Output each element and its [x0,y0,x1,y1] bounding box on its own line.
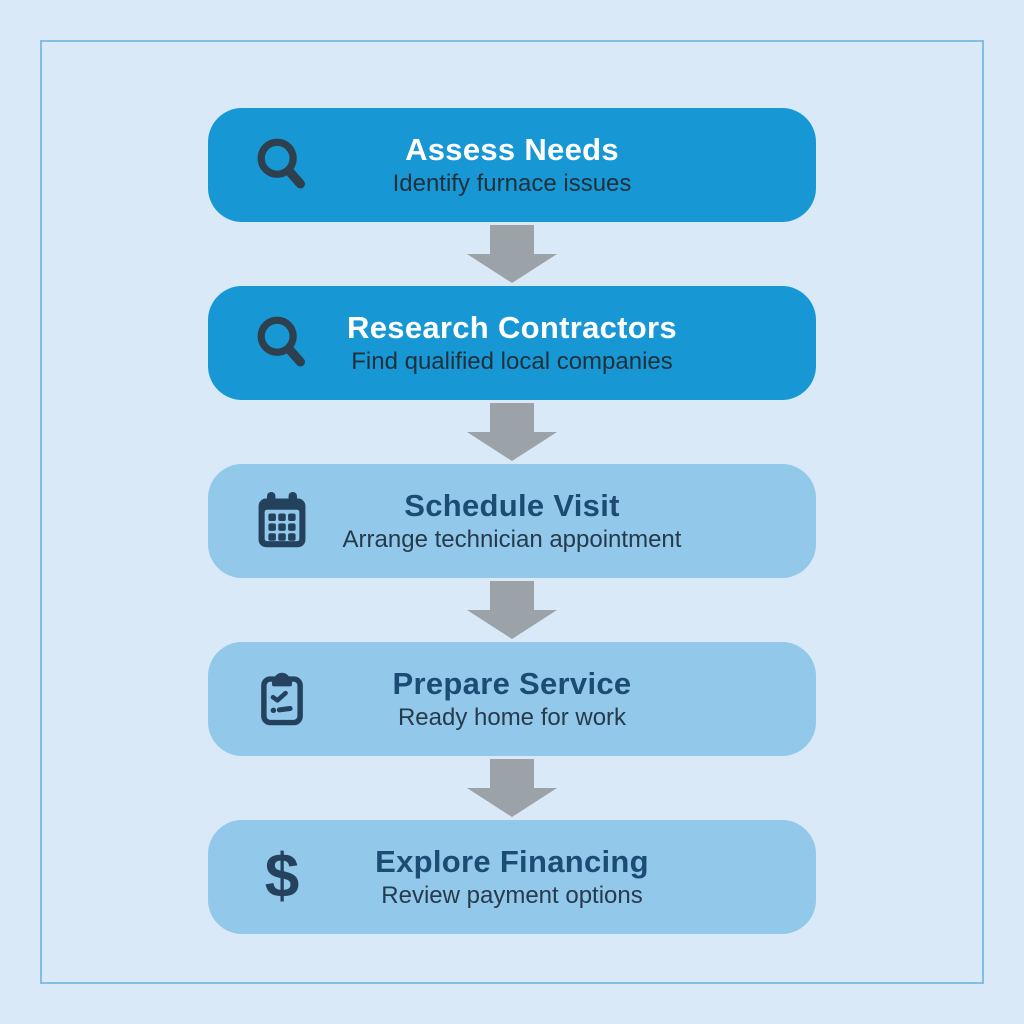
step-subtitle: Ready home for work [397,704,627,731]
step-prepare-service: Prepare Service Ready home for work [208,642,816,756]
step-schedule-visit: Schedule Visit Arrange technician appoin… [208,464,816,578]
step-title: Explore Financing [375,844,649,879]
calendar-icon [250,489,314,553]
step-title: Assess Needs [405,132,619,167]
step-research-contractors: Research Contractors Find qualified loca… [208,286,816,400]
process-flowchart: Assess Needs Identify furnace issues Res… [208,108,816,934]
down-arrow-icon [467,225,557,283]
step-subtitle: Find qualified local companies [351,348,673,375]
clipboard-icon [250,667,314,731]
step-subtitle: Identify furnace issues [392,170,632,197]
step-title: Prepare Service [392,666,632,701]
step-explore-financing: $ Explore Financing Review payment optio… [208,820,816,934]
step-assess-needs: Assess Needs Identify furnace issues [208,108,816,222]
dollar-icon: $ [264,842,300,911]
down-arrow-icon [467,581,557,639]
magnifier-icon [250,311,314,375]
step-subtitle: Arrange technician appointment [342,526,682,553]
magnifier-icon [250,133,314,197]
step-title: Schedule Visit [404,488,620,523]
step-subtitle: Review payment options [381,882,643,909]
step-title: Research Contractors [347,310,677,345]
down-arrow-icon [467,403,557,461]
down-arrow-icon [467,759,557,817]
